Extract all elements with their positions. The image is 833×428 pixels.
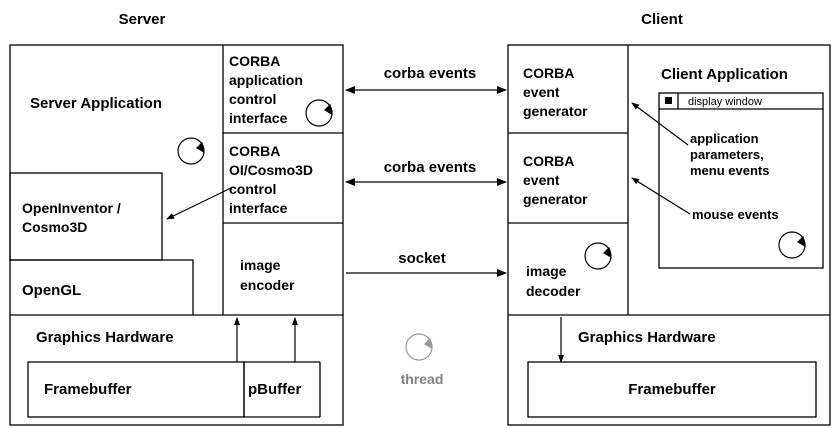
app-params-line: parameters,: [690, 147, 764, 162]
corba-app-control-line: application: [229, 72, 303, 88]
app-params-line: menu events: [690, 163, 769, 178]
event-generator-line: CORBA: [523, 65, 574, 81]
app-params-label: application parameters, menu events: [690, 131, 769, 178]
corba-oi-control-line: interface: [229, 200, 288, 216]
corba-oi-control-line: OI/Cosmo3D: [229, 162, 313, 178]
event-generator-line: event: [523, 84, 560, 100]
client-outer-box: [507, 44, 831, 426]
client-framebuffer-label: Framebuffer: [628, 381, 716, 398]
server-application-label: Server Application: [30, 95, 162, 112]
corba-events-label-2: corba events: [384, 159, 477, 176]
client-graphics-hardware-label: Graphics Hardware: [578, 329, 716, 346]
corba-oi-control-label: CORBA OI/Cosmo3D control interface: [229, 143, 317, 216]
event-generator-label-2: CORBA event generator: [523, 153, 588, 207]
event-generator-label-1: CORBA event generator: [523, 65, 588, 119]
thread-icon: [584, 242, 612, 270]
corba-events-label-1: corba events: [384, 65, 477, 82]
image-decoder-line: decoder: [526, 283, 581, 299]
openinventor-line: Cosmo3D: [22, 219, 87, 235]
display-window-title: display window: [688, 96, 762, 108]
server-framebuffer-label: Framebuffer: [44, 381, 132, 398]
connection-arrows: [345, 86, 507, 277]
corba-app-control-label: CORBA application control interface: [229, 53, 307, 126]
corba-oi-control-line: control: [229, 181, 276, 197]
window-menu-button: [665, 97, 672, 104]
image-decoder-line: image: [526, 263, 567, 279]
params-to-generator-arrow: [631, 102, 689, 146]
opengl-label: OpenGL: [22, 282, 81, 299]
client-arrows: [558, 102, 691, 363]
openinventor-label: OpenInventor / Cosmo3D: [22, 200, 125, 235]
openinventor-line: OpenInventor /: [22, 200, 121, 216]
client-panel: [507, 44, 831, 426]
thread-icon: [305, 99, 333, 127]
display-window: [658, 92, 824, 269]
thread-legend-label: thread: [401, 371, 444, 387]
thread-icon: [778, 231, 806, 259]
thread-icon: [177, 137, 205, 165]
corba-app-control-line: interface: [229, 110, 288, 126]
event-generator-line: generator: [523, 191, 588, 207]
thread-legend-icon: [405, 333, 433, 361]
image-decoder-label: image decoder: [526, 263, 581, 299]
event-generator-line: generator: [523, 103, 588, 119]
mouse-to-generator-arrow: [631, 177, 691, 215]
corba-app-control-line: CORBA: [229, 53, 280, 69]
server-graphics-hardware-label: Graphics Hardware: [36, 329, 174, 346]
mouse-events-label: mouse events: [692, 207, 779, 222]
openinventor-box: [9, 172, 163, 261]
client-heading: Client: [641, 11, 683, 28]
server-heading: Server: [119, 11, 166, 28]
socket-label: socket: [398, 250, 446, 267]
server-panel: [9, 44, 344, 426]
pbuffer-label: pBuffer: [248, 381, 301, 398]
corba-oi-control-line: CORBA: [229, 143, 280, 159]
server-arrows: [166, 187, 298, 362]
image-encoder-label: image encoder: [240, 257, 295, 293]
opengl-box: [10, 259, 194, 315]
event-generator-line: event: [523, 172, 560, 188]
corba-app-control-line: control: [229, 91, 276, 107]
event-generator-line: CORBA: [523, 153, 574, 169]
image-encoder-line: image: [240, 257, 281, 273]
image-encoder-line: encoder: [240, 277, 295, 293]
app-params-line: application: [690, 131, 759, 146]
client-framebuffer-box: [527, 361, 817, 418]
oi-to-openinventor-arrow: [166, 187, 232, 220]
client-application-label: Client Application: [661, 66, 788, 83]
